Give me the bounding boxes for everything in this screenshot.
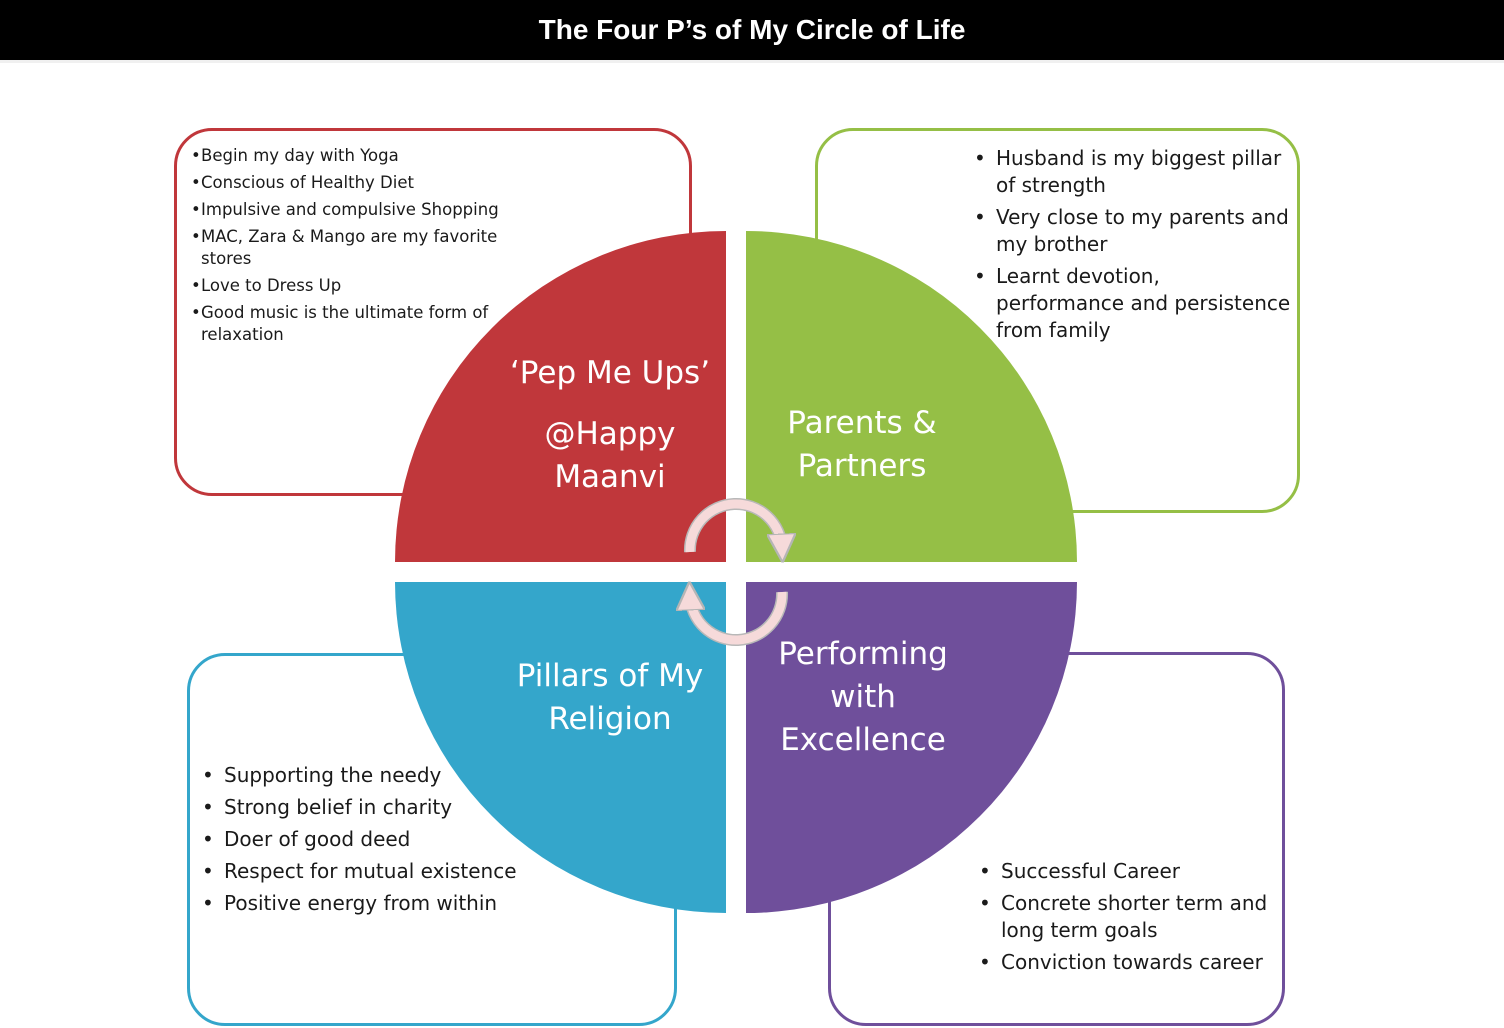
list-item: Conviction towards career: [979, 949, 1279, 976]
list-item: Conscious of Healthy Diet: [174, 172, 534, 194]
list-item: Strong belief in charity: [202, 794, 532, 821]
list-item: Supporting the needy: [202, 762, 532, 789]
performing-excellence-list: Successful Career Concrete shorter term …: [979, 858, 1279, 981]
list-item: Successful Career: [979, 858, 1279, 885]
parents-partners-label: Parents & Partners: [787, 405, 937, 484]
list-item: Concrete shorter term and long term goal…: [979, 890, 1279, 944]
happy-maanvi-handle: @Happy Maanvi: [544, 416, 676, 495]
list-item: Very close to my parents and my brother: [974, 204, 1294, 258]
parents-partners-list: Husband is my biggest pillar of strength…: [974, 145, 1294, 349]
quadrant-parents-partners: [746, 231, 1077, 562]
list-item: Impulsive and compulsive Shopping: [174, 199, 534, 221]
pillars-religion-label: Pillars of My Religion: [516, 658, 704, 737]
quadrant-pillars-religion: [395, 582, 726, 913]
title-bar: The Four P’s of My Circle of Life: [0, 0, 1504, 63]
list-item: Positive energy from within: [202, 890, 532, 917]
quadrant-performing-excellence: [746, 582, 1077, 913]
pep-me-ups-label: ‘Pep Me Ups’ @Happy Maanvi: [505, 352, 715, 499]
quadrant-pep-me-ups: [395, 231, 726, 562]
list-item: Husband is my biggest pillar of strength: [974, 145, 1294, 199]
pillars-religion-list: Supporting the needy Strong belief in ch…: [202, 762, 532, 922]
list-item: Good music is the ultimate form of relax…: [174, 302, 534, 346]
list-item: Respect for mutual existence: [202, 858, 532, 885]
pep-me-ups-title: ‘Pep Me Ups’: [509, 355, 711, 391]
list-item: Begin my day with Yoga: [174, 145, 534, 167]
list-item: Love to Dress Up: [174, 275, 534, 297]
performing-excellence-label: Performing with Excellence: [778, 636, 948, 758]
list-item: Doer of good deed: [202, 826, 532, 853]
page-title: The Four P’s of My Circle of Life: [538, 14, 966, 45]
pep-me-ups-list: Begin my day with Yoga Conscious of Heal…: [174, 145, 534, 351]
list-item: MAC, Zara & Mango are my favorite stores: [174, 226, 534, 270]
list-item: Learnt devotion, performance and persist…: [974, 263, 1294, 344]
